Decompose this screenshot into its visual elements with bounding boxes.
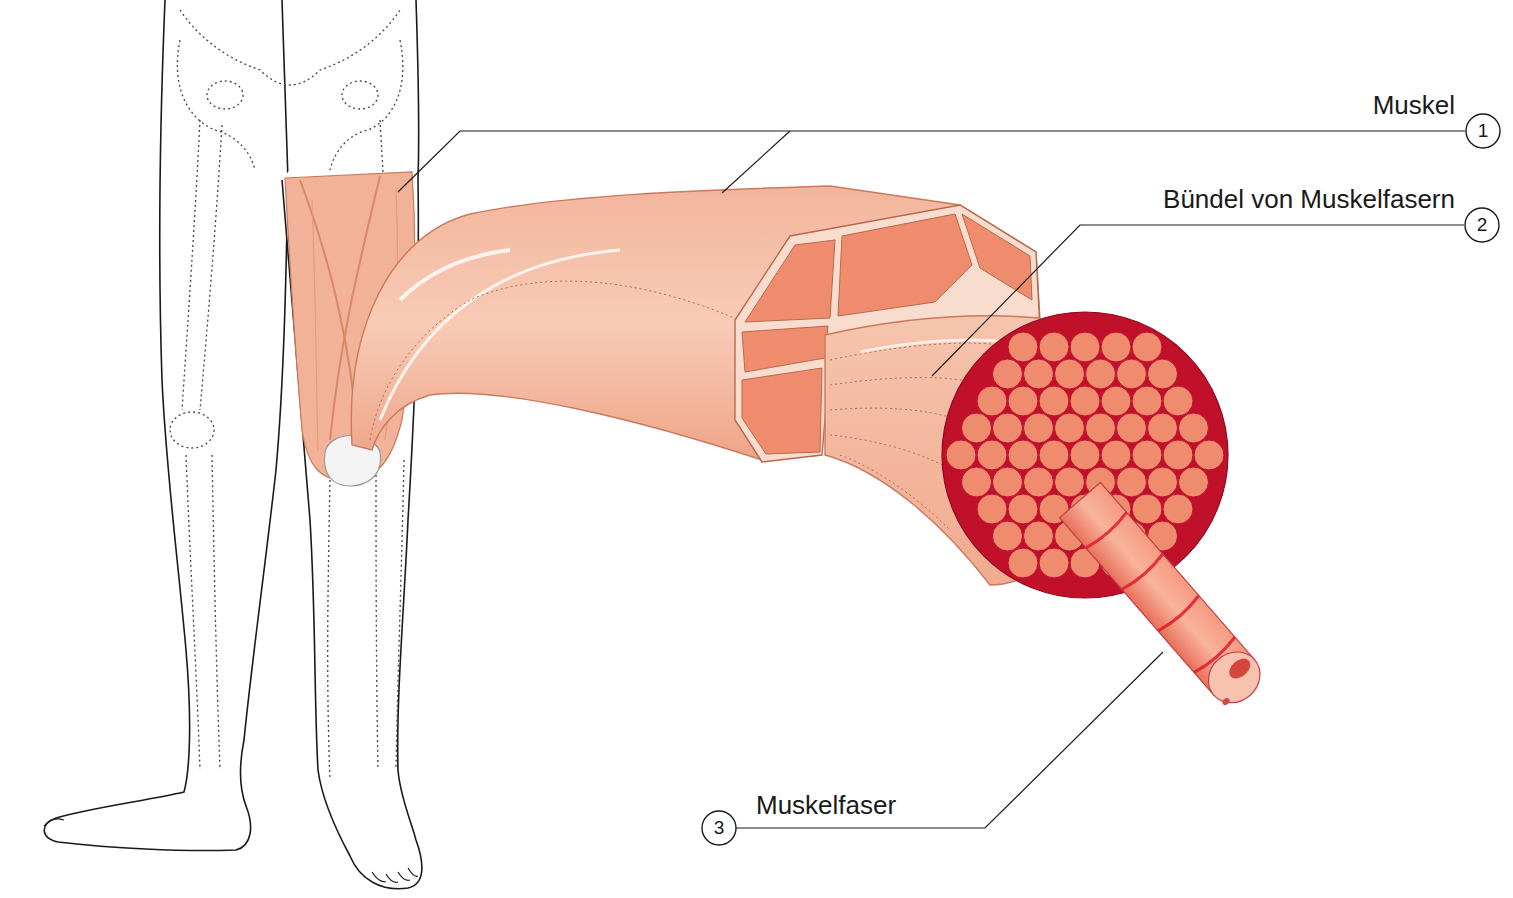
fiber-cross-section bbox=[1117, 413, 1147, 443]
fiber-cross-section bbox=[1008, 332, 1038, 362]
fiber-cross-section bbox=[977, 440, 1007, 470]
fiber-cross-section bbox=[1039, 386, 1069, 416]
fiber-cross-section bbox=[993, 413, 1023, 443]
fiber-cross-section bbox=[1008, 548, 1038, 578]
fiber-cross-section bbox=[1039, 440, 1069, 470]
muscle-fiber bbox=[1060, 482, 1271, 713]
fiber-cross-section bbox=[1117, 359, 1147, 389]
callout-number: 1 bbox=[1466, 114, 1500, 148]
fiber-cross-section bbox=[1039, 332, 1069, 362]
fiber-cross-section bbox=[1179, 467, 1209, 497]
fiber-cross-section bbox=[1179, 413, 1209, 443]
fiber-cross-section bbox=[962, 413, 992, 443]
fiber-cross-section bbox=[1070, 386, 1100, 416]
fiber-cross-section bbox=[1132, 494, 1162, 524]
fiber-bundle bbox=[825, 312, 1228, 598]
fiber-cross-section bbox=[1101, 332, 1131, 362]
fiber-cross-section bbox=[1194, 440, 1224, 470]
fiber-cross-section bbox=[1132, 386, 1162, 416]
fiber-cross-section bbox=[1148, 359, 1178, 389]
part-label: Muskelfaser bbox=[756, 790, 896, 820]
fiber-cross-section bbox=[1055, 359, 1085, 389]
fiber-cross-section bbox=[1008, 386, 1038, 416]
toe-lines bbox=[44, 819, 418, 882]
fiber-cross-section bbox=[1132, 332, 1162, 362]
fiber-cross-section bbox=[1101, 386, 1131, 416]
fiber-cross-section bbox=[1055, 467, 1085, 497]
fiber-cross-section bbox=[1024, 359, 1054, 389]
fiber-cross-section bbox=[977, 494, 1007, 524]
callout-number: 3 bbox=[702, 811, 736, 845]
fiber-cross-section bbox=[1148, 467, 1178, 497]
fiber-cross-section bbox=[1070, 332, 1100, 362]
fiber-cross-section bbox=[962, 467, 992, 497]
fiber-cross-section bbox=[1148, 413, 1178, 443]
fiber-cross-section bbox=[1008, 440, 1038, 470]
fiber-cross-section bbox=[993, 467, 1023, 497]
fiber-cross-section bbox=[1163, 494, 1193, 524]
fiber-cross-section bbox=[1086, 359, 1116, 389]
fiber-cross-section bbox=[1024, 467, 1054, 497]
fiber-cross-section bbox=[1163, 386, 1193, 416]
part-label: Bündel von Muskelfasern bbox=[1163, 184, 1455, 214]
fiber-cross-section bbox=[1024, 413, 1054, 443]
fiber-cross-section bbox=[993, 521, 1023, 551]
callout-number: 2 bbox=[1465, 208, 1499, 242]
fiber-cross-section bbox=[1070, 440, 1100, 470]
fiber-cross-section bbox=[1117, 467, 1147, 497]
callout-circles bbox=[702, 114, 1500, 845]
part-label: Muskel bbox=[1373, 90, 1455, 120]
fiber-cross-section bbox=[1086, 413, 1116, 443]
fiber-cross-section bbox=[1101, 440, 1131, 470]
fiber-cross-section bbox=[1163, 440, 1193, 470]
fiber-cross-section bbox=[993, 359, 1023, 389]
fiber-cross-section bbox=[1008, 494, 1038, 524]
fiber-cross-section bbox=[1055, 413, 1085, 443]
fiber-cross-section bbox=[1132, 440, 1162, 470]
fiber-cross-section bbox=[946, 440, 976, 470]
fiber-cross-section bbox=[977, 386, 1007, 416]
fiber-cross-section bbox=[1024, 521, 1054, 551]
leader-lines bbox=[398, 131, 1465, 828]
fiber-cross-section bbox=[1039, 548, 1069, 578]
